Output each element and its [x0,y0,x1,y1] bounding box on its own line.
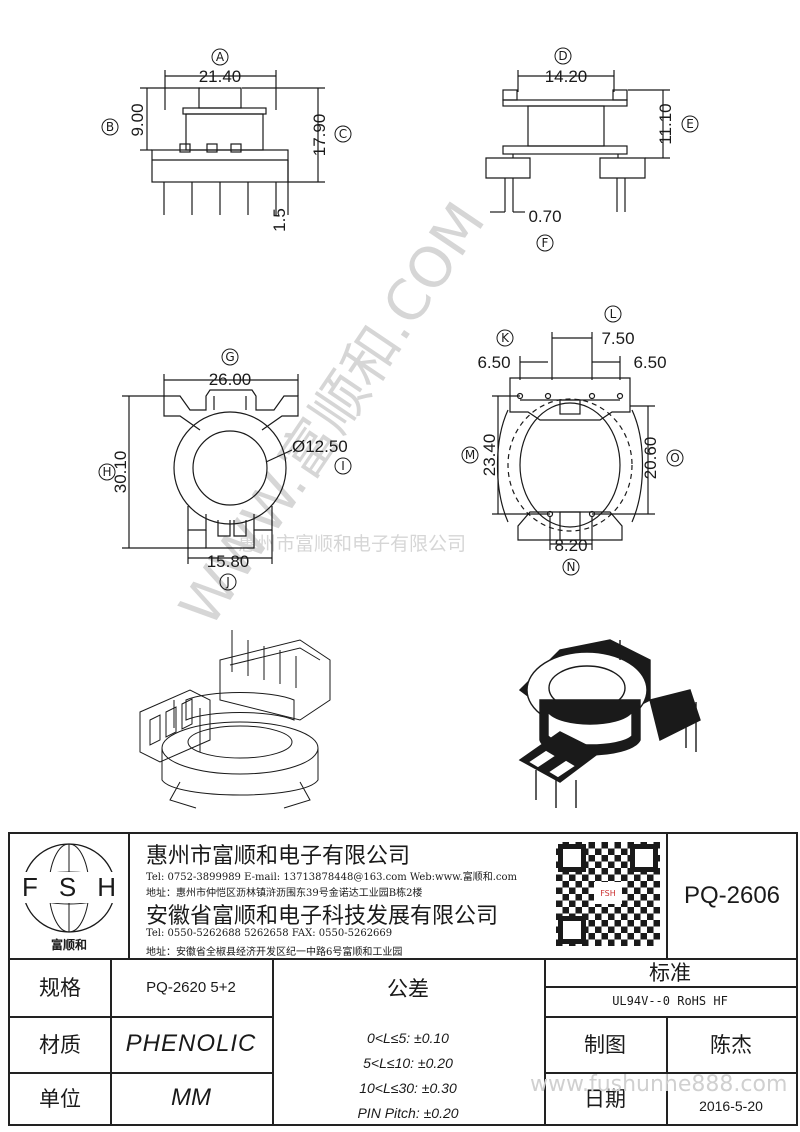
dim-value-l: 7.50 [601,329,634,348]
technical-drawing: WWW.富顺和.COM 惠州市富顺和电子有限公司 A 21.40 [98,47,701,809]
dim-value-pin: 1.5 [270,208,289,232]
dim-value-i: Ø12.50 [292,437,348,456]
tolerance-label: 公差 [387,977,429,1001]
tolerance-values: 0<L≤5: ±0.10 5<L≤10: ±0.20 10<L≤30: ±0.3… [272,1026,544,1126]
standard-label: 标准 [649,961,691,985]
isometric-view-right [518,639,701,808]
pinout-view-labels: K 6.50 L 7.50 6.50 M 23.40 O 20.60 8.20 … [461,305,684,576]
dim-letter-d: D [558,49,567,63]
dim-letter-h: H [102,465,111,479]
material-value: PHENOLIC [125,1030,257,1057]
front-view [140,70,325,215]
watermark-company: 惠州市富顺和电子有限公司 [238,533,466,555]
part-number: PQ-2606 [683,882,781,909]
top-view-labels: G 26.00 H 30.10 Ø12.50 I 15.80 J [98,348,352,591]
title-block: F S H 富顺和 惠州市富顺和电子有限公司 Tel: 0752-3899989… [8,832,798,1126]
dim-value-j: 15.80 [207,552,250,571]
dim-letter-m: M [465,448,475,462]
company-logo: F S H 富顺和 [10,834,128,958]
dim-letter-g: G [225,350,234,364]
dim-value-d: 14.20 [545,67,588,86]
logo-caption: 富顺和 [50,938,87,952]
dim-letter-b: B [106,120,114,134]
dim-letter-n: N [567,560,576,574]
company1-contact: Tel: 0752-3899989 E-mail: 13713878448@16… [146,872,517,883]
dim-value-e: 11.10 [656,103,675,144]
dim-value-c: 17.90 [310,114,329,157]
tolerance-line-3: 10<L≤30: ±0.30 [359,1080,457,1096]
pinout-view [492,332,655,550]
date-value: 2016-5-20 [699,1098,763,1114]
dim-value-l2: 6.50 [633,353,666,372]
dim-value-b: 9.00 [128,103,147,136]
dim-letter-f: F [542,236,549,250]
tolerance-line-1: 0<L≤5: ±0.10 [367,1030,449,1046]
tolerance-line-4: PIN Pitch: ±0.20 [357,1105,459,1121]
dim-letter-i: I [341,459,345,473]
dim-letter-k: K [501,331,510,345]
dim-letter-o: O [670,451,679,465]
unit-label: 单位 [39,1087,81,1111]
dim-value-g: 26.00 [209,370,252,389]
spec-label: 规格 [39,976,81,1000]
logo-letter-f: F [22,872,38,902]
company2-contact: Tel: 0550-5262688 5262658 FAX: 0550-5262… [146,928,393,939]
qr-center-logo: FSH [594,882,622,904]
date-label: 日期 [584,1087,626,1111]
dim-value-k: 6.50 [477,353,510,372]
dim-value-m: 23.40 [480,434,499,477]
dim-value-o: 20.60 [641,437,660,480]
material-label: 材质 [39,1033,81,1057]
dim-letter-a: A [216,50,225,64]
front-view-labels: A 21.40 B 9.00 C 17.90 1.5 [101,48,352,232]
dim-letter-c: C [339,127,347,141]
qr-code: FSH [556,842,660,946]
dim-value-n: 8.20 [554,536,587,555]
logo-letter-s: S [58,872,77,902]
tolerance-line-2: 5<L≤10: ±0.20 [363,1055,453,1071]
dim-value-f: 0.70 [528,207,561,226]
drawer-value: 陈杰 [710,1033,752,1057]
isometric-view-left [139,630,331,809]
dim-letter-e: E [686,117,694,131]
side-view [485,70,670,213]
dim-letter-j: J [225,575,230,589]
company1-address: 地址：惠州市仲恺区沥林镇浒沥围东39号金诺达工业园B栋2楼 [146,888,423,899]
top-view [122,374,299,564]
side-view-labels: D 14.20 E 11.10 0.70 F [528,47,699,252]
dim-letter-l: L [610,307,617,321]
dim-value-a: 21.40 [199,67,242,86]
drawer-label: 制图 [584,1033,626,1057]
company2-address: 地址：安徽省全椒县经济开发区纪一中路6号富顺和工业园 [146,947,403,958]
spec-value: PQ-2620 5+2 [146,978,236,996]
unit-value: MM [171,1084,211,1111]
company2-name: 安徽省富顺和电子科技发展有限公司 [146,904,499,929]
dim-value-h: 30.10 [111,451,130,494]
company1-name: 惠州市富顺和电子有限公司 [146,844,411,869]
standard-value: UL94V--0 RoHS HF [612,994,728,1008]
logo-letter-h: H [97,872,116,902]
